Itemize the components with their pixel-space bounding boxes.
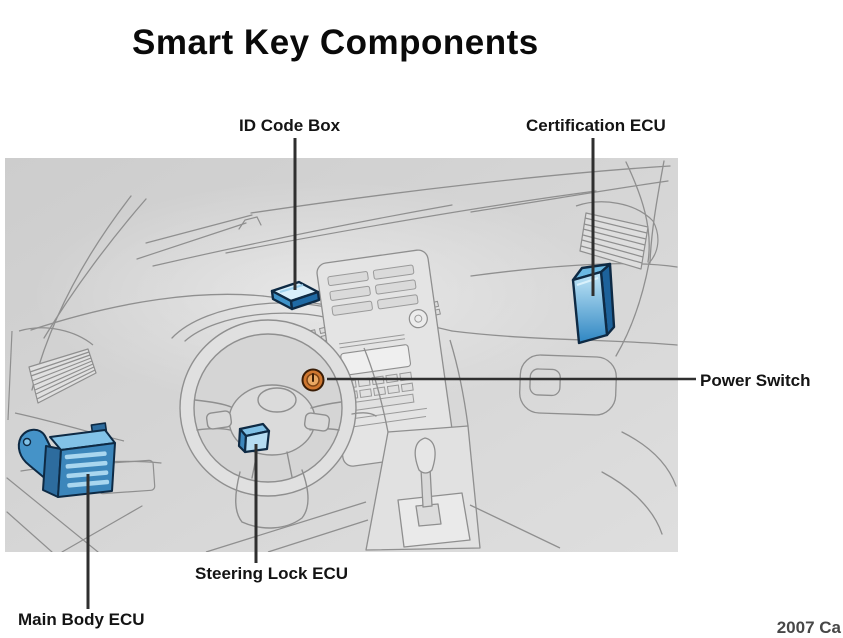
door-pull-handle xyxy=(519,354,617,416)
label-steering-lock-ecu: Steering Lock ECU xyxy=(195,564,349,583)
label-main-body-ecu: Main Body ECU xyxy=(18,610,145,629)
driver-air-vent xyxy=(7,327,125,442)
steering-column xyxy=(235,469,309,529)
label-id-code-box: ID Code Box xyxy=(239,116,341,135)
id-code-box-component xyxy=(270,280,321,311)
center-console-shifter xyxy=(205,339,561,552)
page-title: Smart Key Components xyxy=(132,23,539,63)
leader-lines xyxy=(86,138,696,609)
steering-wheel xyxy=(179,319,377,529)
power-switch-component xyxy=(301,368,325,392)
cowl-wiper-lines xyxy=(136,180,669,267)
certification-ecu-component xyxy=(571,262,616,345)
label-power-switch: Power Switch xyxy=(700,371,811,390)
footer-note: 2007 Ca xyxy=(776,618,841,637)
smart-key-components xyxy=(17,262,616,498)
shift-knob xyxy=(414,437,436,474)
steering-lock-ecu-component xyxy=(237,422,271,454)
main-body-ecu-component xyxy=(17,422,116,498)
passenger-dash xyxy=(519,262,677,535)
wiper-stalk xyxy=(351,411,377,417)
diagram-panel xyxy=(5,158,678,552)
label-certification-ecu: Certification ECU xyxy=(526,116,666,135)
radio-knob xyxy=(408,309,428,329)
